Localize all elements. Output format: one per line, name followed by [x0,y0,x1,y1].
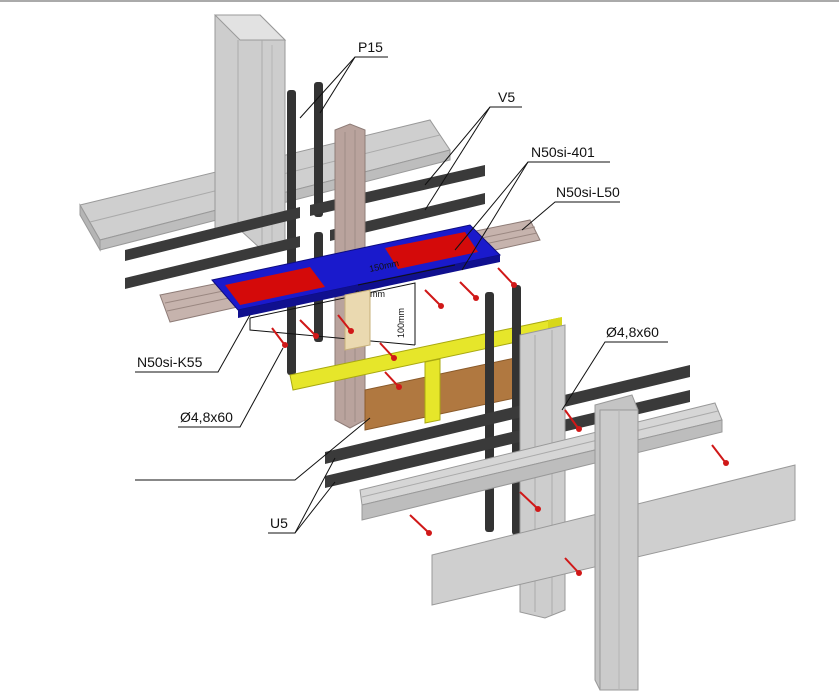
label-screw-right: Ø4,8x60 [606,324,659,340]
blue-insert-plate [211,224,502,318]
v5-gaskets [125,165,485,289]
screw-icon [459,281,479,301]
callout-labels: P15 V5 N50si-401 N50si-L50 N50si-K55 Ø4,… [137,39,659,531]
label-v5: V5 [498,89,515,105]
label-n50si-k55: N50si-K55 [137,354,203,370]
screw-icon [271,327,288,348]
label-n50si-l50: N50si-L50 [556,184,620,200]
screw-icon [379,342,397,361]
screw-icon [299,319,319,339]
screw-icon [564,409,582,432]
screw-icon [409,514,432,536]
red-block-left [225,267,325,305]
screw-icon [711,444,729,466]
label-p15: P15 [358,39,383,55]
screw-icon [424,289,444,309]
red-block-right [385,232,478,269]
label-screw-left: Ø4,8x60 [180,409,233,425]
screw-icon [564,557,582,576]
callout-leaders [135,56,668,534]
screws [271,267,729,576]
screw-icon [337,314,354,334]
p15-gaskets [287,82,323,375]
label-u5: U5 [270,515,288,531]
dim-100: 100mm [396,308,406,338]
screw-icon [497,267,517,288]
label-n50si-401: N50si-401 [531,144,595,160]
front-grey-cross [431,394,796,691]
screw-icon [384,371,402,390]
screw-icon [519,491,541,512]
